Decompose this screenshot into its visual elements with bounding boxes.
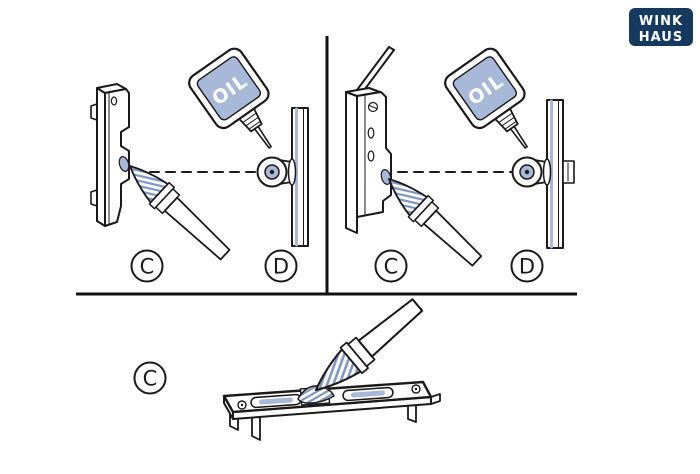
oil-bottle-icon: OIL (444, 47, 528, 149)
label-c-badge: C (133, 361, 167, 395)
oil-applicator-icon (314, 298, 424, 392)
panel-top-right: OIL C D (345, 46, 575, 283)
label-d-badge: D (264, 249, 298, 283)
lubrication-point-marker (380, 169, 392, 185)
winkhaus-logo: WINK HAUS (629, 8, 693, 46)
label-d-text: D (519, 255, 535, 279)
mounting-profile (291, 107, 309, 247)
oil-applicator-icon (129, 165, 231, 261)
label-d-text: D (273, 255, 289, 279)
roller-cam-icon (256, 156, 297, 188)
lever-arm (353, 46, 390, 95)
oil-bottle-icon: OIL (188, 47, 272, 149)
slot-insert (351, 390, 385, 398)
label-d-badge: D (510, 249, 544, 283)
logo-text-line2: HAUS (639, 30, 683, 45)
logo-text-line1: WINK (639, 14, 683, 29)
oil-spread-patch (297, 385, 335, 404)
oil-applicator-icon (388, 178, 483, 267)
panel-top-left: OIL C D (90, 47, 310, 283)
panel-bottom: C (133, 298, 441, 441)
fitting-latch-side-view (90, 83, 130, 227)
label-c-text: C (143, 367, 158, 391)
logo-background (629, 8, 693, 46)
fitting-gearbox-top-view (222, 380, 441, 441)
fitting-corner-side-view (345, 46, 395, 234)
mounting-profile (546, 99, 575, 249)
label-c-badge: C (374, 249, 408, 283)
label-c-badge: C (130, 249, 164, 283)
slot-insert (259, 397, 293, 405)
label-c-text: C (140, 255, 155, 279)
label-c-text: C (384, 255, 399, 279)
lubrication-point-marker (118, 156, 130, 172)
roller-cam-icon (511, 156, 552, 188)
